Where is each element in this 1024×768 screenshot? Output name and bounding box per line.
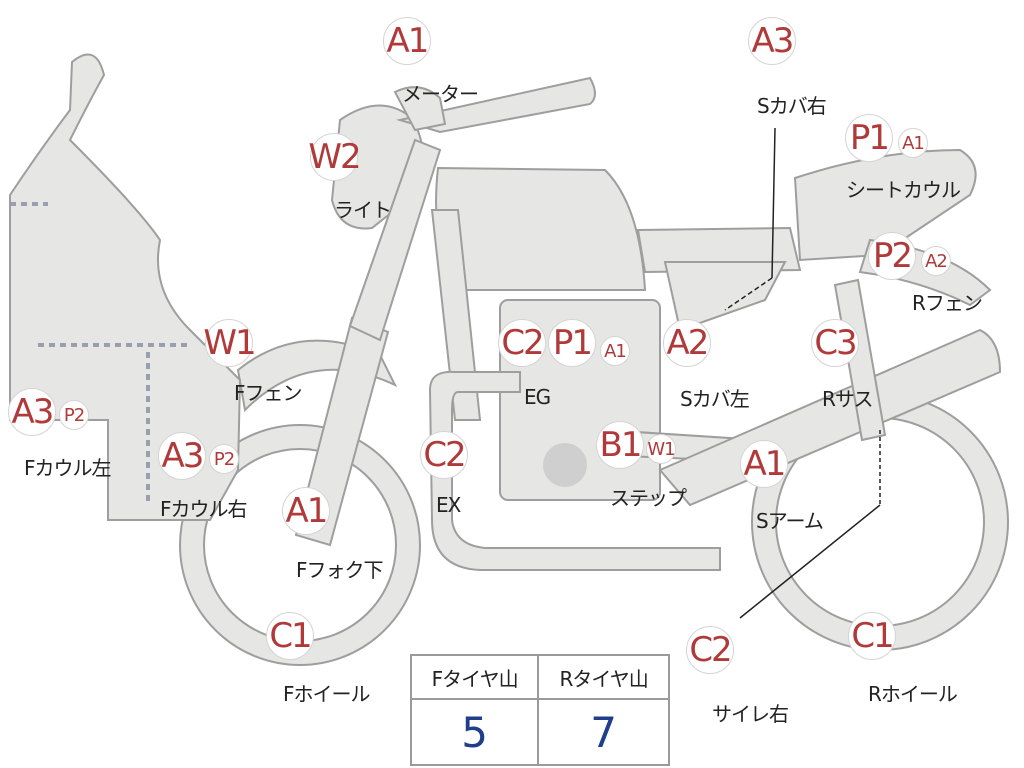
engine-p-rating-badge: P1 bbox=[548, 319, 596, 367]
exhaust-label: EX bbox=[436, 493, 461, 517]
side-cover-left-rating-badge: A2 bbox=[663, 319, 711, 367]
front-wheel-shape bbox=[179, 424, 421, 666]
front-cowl-right-a-rating-badge: A3 bbox=[158, 432, 206, 480]
swing-arm-label: Sアーム bbox=[756, 509, 824, 533]
rear-suspension-rating-badge: C3 bbox=[811, 319, 859, 367]
front-fender-label: Fフェン bbox=[234, 381, 303, 405]
rear-fender-label: Rフェン bbox=[912, 291, 983, 315]
step-w-rating-badge: W1 bbox=[646, 434, 676, 464]
engine-label: EG bbox=[524, 385, 551, 409]
side-cover-left-label: Sカバ左 bbox=[680, 387, 750, 411]
front-fender-rating-badge: W1 bbox=[203, 319, 257, 367]
front-cowl-left-a-rating-badge: A3 bbox=[8, 388, 56, 436]
rear-suspension-label: Rサス bbox=[822, 387, 873, 411]
silencer-right-rating-badge: C2 bbox=[686, 626, 734, 674]
front-fork-lower-rating-badge: A1 bbox=[282, 487, 330, 535]
rear-wheel-rating-badge: C1 bbox=[848, 612, 896, 660]
seat-cowl-p-rating-badge: P1 bbox=[845, 114, 893, 162]
step-b-rating-badge: B1 bbox=[596, 421, 644, 469]
side-cover-right-label: Sカバ右 bbox=[757, 94, 827, 118]
engine-a-rating-badge: A1 bbox=[600, 336, 630, 366]
front-tire-tread-header: Fタイヤ山 bbox=[409, 654, 540, 700]
light-label: ライト bbox=[334, 198, 392, 222]
front-wheel-label: Fホイール bbox=[283, 682, 371, 706]
tire-tread-value-row: 5 7 bbox=[409, 698, 670, 766]
rear-fender-a-rating-badge: A2 bbox=[921, 246, 951, 276]
cowl-panel-lines bbox=[10, 202, 192, 505]
frame-rear-tube-shape bbox=[430, 209, 482, 421]
front-wheel-rating-badge: C1 bbox=[266, 612, 314, 660]
exhaust-pipe-shape bbox=[428, 370, 721, 571]
exhaust-rating-badge: C2 bbox=[420, 431, 468, 479]
rear-wheel-shape bbox=[751, 393, 1009, 651]
silencer-right-label: サイレ右 bbox=[712, 702, 789, 726]
front-cowl-right-label: Fカウル右 bbox=[160, 497, 248, 521]
seat-cowl-shape bbox=[793, 148, 977, 262]
handlebar-shape bbox=[396, 76, 596, 134]
swing-arm-rating-badge: A1 bbox=[740, 440, 788, 488]
side-cover-right-rating-badge: A3 bbox=[748, 17, 796, 65]
rear-fender-p-rating-badge: P2 bbox=[868, 232, 916, 280]
light-rating-badge: W2 bbox=[308, 133, 362, 181]
step-label: ステップ bbox=[610, 486, 687, 510]
leader-lines bbox=[724, 127, 881, 619]
front-tire-tread-value: 5 bbox=[409, 698, 540, 766]
rear-suspension-shape bbox=[833, 278, 887, 442]
meter-shape bbox=[393, 86, 447, 132]
front-fork-lower-label: Fフォク下 bbox=[296, 558, 384, 582]
front-cowl-left-label: Fカウル左 bbox=[24, 456, 112, 480]
fuel-tank-shape bbox=[435, 166, 647, 291]
rear-tire-tread-value: 7 bbox=[537, 698, 670, 766]
seat-cowl-a-rating-badge: A1 bbox=[898, 128, 928, 158]
front-cowl-left-p-rating-badge: P2 bbox=[59, 400, 89, 430]
meter-rating-badge: A1 bbox=[383, 17, 431, 65]
tire-tread-table: Fタイヤ山 Rタイヤ山 5 7 bbox=[409, 654, 670, 766]
rear-tire-tread-header: Rタイヤ山 bbox=[537, 654, 670, 700]
seat-cowl-label: シートカウル bbox=[846, 178, 961, 202]
rear-wheel-label: Rホイール bbox=[868, 682, 958, 706]
meter-label: メーター bbox=[402, 82, 479, 106]
frame-down-tube-shape bbox=[348, 138, 442, 342]
front-cowl-right-p-rating-badge: P2 bbox=[209, 444, 239, 474]
engine-c-rating-badge: C2 bbox=[498, 319, 546, 367]
side-cover-left-shape bbox=[663, 261, 787, 332]
tire-tread-header-row: Fタイヤ山 Rタイヤ山 bbox=[409, 654, 670, 700]
